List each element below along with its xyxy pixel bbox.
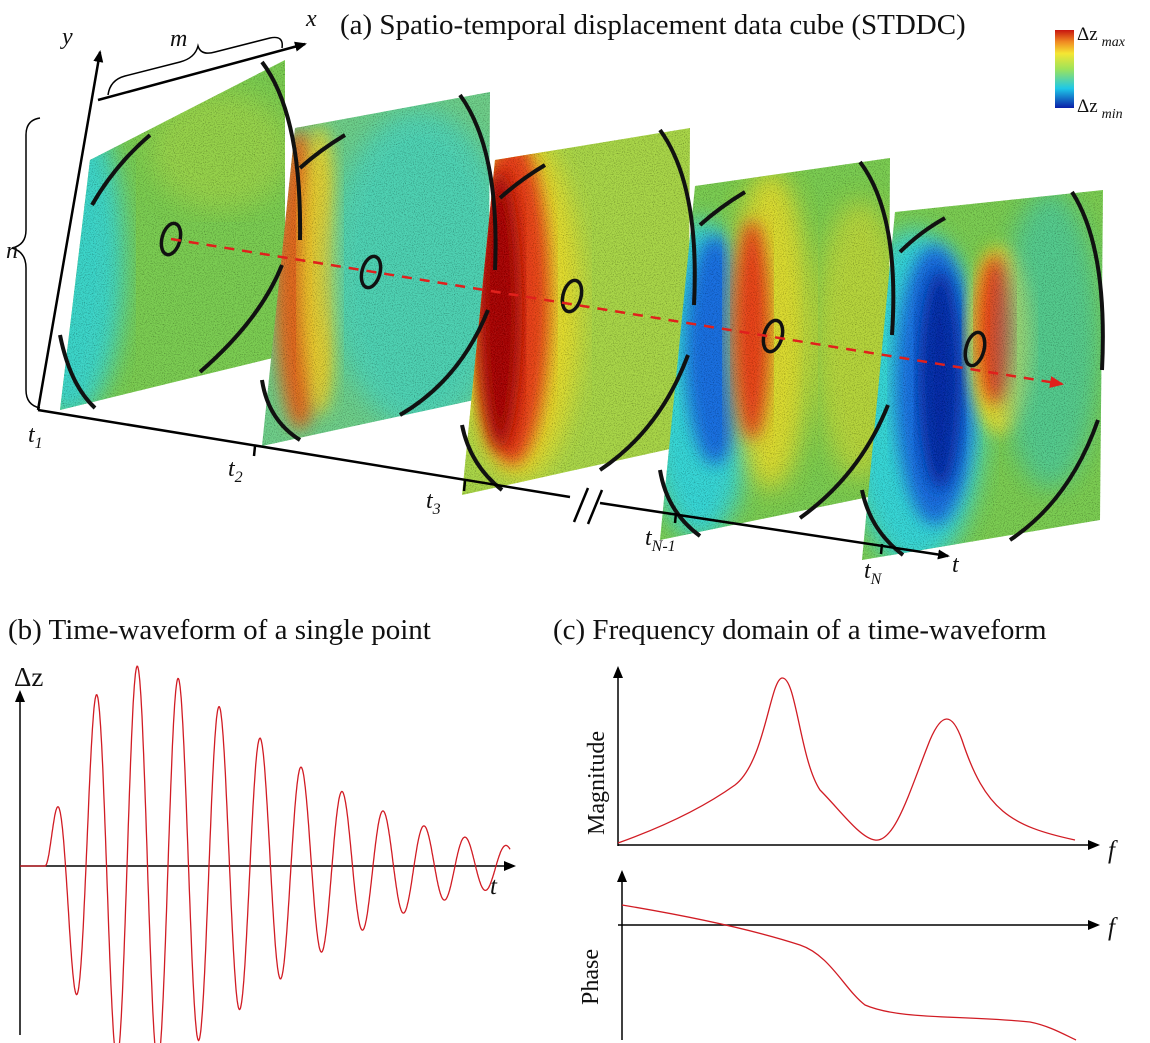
time-label-t1: t1 [28,422,43,452]
axis-break-mark [586,489,604,525]
panel-c-magnitude: Magnitude f [584,666,1118,864]
brace-m [107,36,283,96]
time-label-t2: t2 [228,456,243,486]
colorbar-gradient [1055,30,1074,108]
y-axis-label: y [60,24,73,50]
axis-break-mark [572,487,590,523]
panel-b-y-label: Δz [14,662,43,692]
x-axis-label: x [305,6,317,32]
phase-curve [621,904,1077,1041]
clamp-arcs [58,60,1105,557]
magnitude-curve [617,677,1076,844]
time-label-tN: tN [864,558,883,588]
m-dimension-label: m [170,26,187,52]
panel-c-title: (c) Frequency domain of a time-waveform [553,614,1047,646]
x-axis [97,41,307,102]
tick-t2 [252,445,257,457]
time-label-tN-1: tN-1 [645,525,676,555]
t-axis-left [37,408,571,499]
phase-f-label: f [1108,914,1118,941]
frame-tN [862,190,1103,560]
tracking-line [170,237,1064,388]
y-axis [36,50,104,411]
cube-axes [11,36,950,560]
frame-t1 [60,60,285,410]
panel-a-title: (a) Spatio-temporal displacement data cu… [340,9,966,41]
tick-tN [879,543,884,555]
t-axis-label: t [952,552,960,578]
n-dimension-label: n [6,238,18,264]
panel-c-phase: Phase f [578,870,1118,1041]
panel-b-time-waveform: Δz t [14,662,516,1043]
frame-t2 [262,92,490,446]
time-labels: t1 t2 t3 tN-1 tN [28,422,883,588]
magnitude-f-label: f [1108,837,1118,864]
tick-t3 [462,480,467,492]
frame-t3 [462,128,690,495]
magnitude-label: Magnitude [584,731,610,835]
cube-axis-labels: x y t m n [6,6,960,578]
phase-label: Phase [578,949,604,1005]
t-axis-right [599,501,950,560]
brace-n [11,117,41,409]
panel-b-title: (b) Time-waveform of a single point [8,614,431,646]
panel-b-x-label: t [490,873,498,900]
time-label-t3: t3 [426,488,441,518]
tick-tN-1 [673,512,678,524]
time-waveform-curve [20,665,511,1043]
